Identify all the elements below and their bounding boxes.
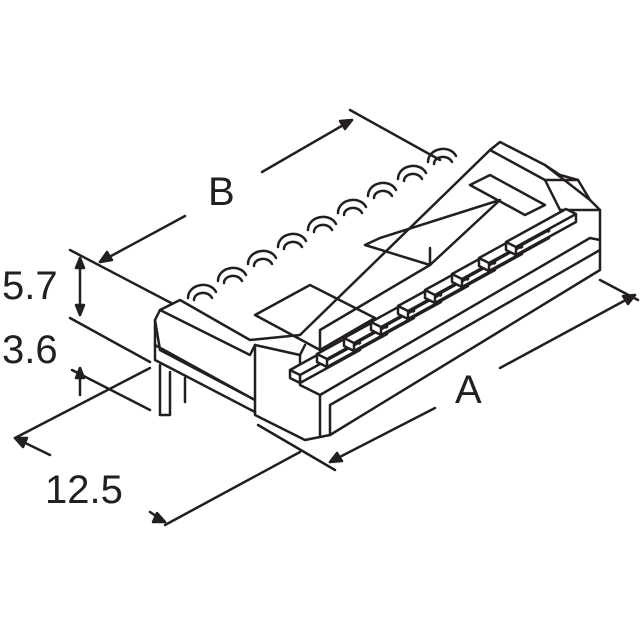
- dimension-label-12-5: 12.5: [45, 468, 123, 512]
- contact-loop: [216, 266, 248, 285]
- dimension-a: [256, 278, 640, 472]
- contact-loop: [366, 181, 398, 200]
- dimension-12-5: [13, 366, 302, 527]
- contact-loop: [336, 198, 368, 217]
- contact-loop: [306, 215, 338, 234]
- contact-loop: [426, 147, 458, 166]
- contact-loop: [246, 249, 278, 268]
- dimension-b: [68, 108, 442, 307]
- dimension-label-a: A: [455, 368, 482, 412]
- dimension-label-b: B: [208, 170, 235, 214]
- contact-pin: [504, 207, 578, 257]
- connector-body: [153, 140, 602, 442]
- dimension-label-5-7: 5.7: [2, 264, 58, 308]
- contact-pins: [288, 207, 578, 385]
- contact-loop: [396, 164, 428, 183]
- dimension-label-3-6: 3.6: [2, 328, 58, 372]
- contact-loop: [186, 283, 218, 302]
- dimension-height: [68, 256, 152, 412]
- contact-loop: [276, 232, 308, 251]
- contact-loops: [186, 147, 458, 302]
